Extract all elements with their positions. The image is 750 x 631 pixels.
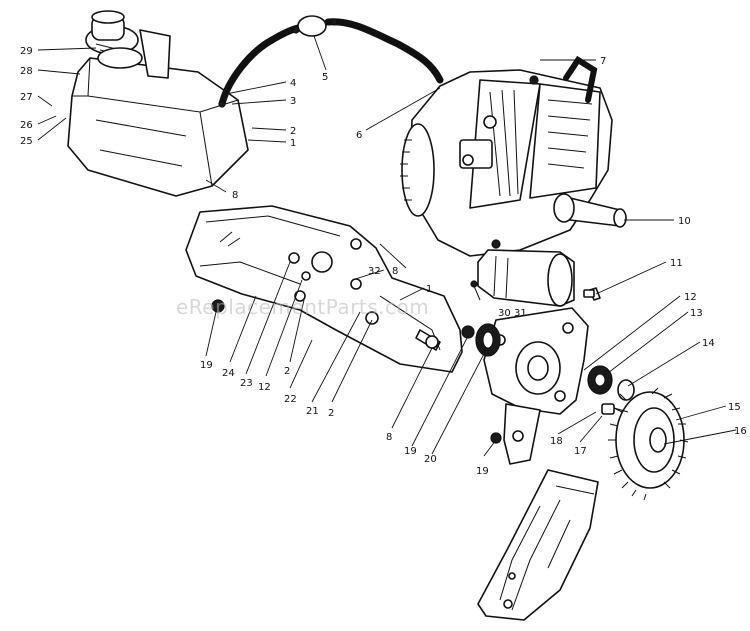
transmission-housing <box>483 307 589 465</box>
callout-2-lower: 2 <box>284 366 290 377</box>
callout-24: 24 <box>222 368 235 379</box>
callout-5: 5 <box>322 72 328 83</box>
callout-8: 8 <box>232 190 238 201</box>
handle-frame <box>477 469 599 621</box>
callout-18: 18 <box>550 436 563 447</box>
callout-20: 20 <box>424 454 437 465</box>
callout-23: 23 <box>240 378 253 389</box>
callout-12: 12 <box>684 292 697 303</box>
callout-25: 25 <box>20 136 33 147</box>
callout-19-bottom: 19 <box>476 466 489 477</box>
callout-2-bottom: 2 <box>328 408 334 419</box>
fuel-line <box>218 15 444 108</box>
callout-31: 31 <box>514 308 527 319</box>
callout-15: 15 <box>728 402 741 413</box>
callout-10: 10 <box>678 216 691 227</box>
callout-2: 2 <box>290 126 296 137</box>
callout-30: 30 <box>498 308 511 319</box>
callout-16: 16 <box>734 426 747 437</box>
callout-17: 17 <box>574 446 587 457</box>
callout-leader-lines <box>37 35 737 457</box>
callout-8-lower: 8 <box>392 266 398 277</box>
fuel-cap <box>85 10 143 69</box>
callout-14: 14 <box>702 338 715 349</box>
callout-4: 4 <box>290 78 296 89</box>
engine <box>400 55 627 307</box>
callout-21: 21 <box>306 406 319 417</box>
callout-19: 19 <box>200 360 213 371</box>
callout-1: 1 <box>290 138 296 149</box>
callout-11: 11 <box>670 258 683 269</box>
mounting-plate <box>185 205 463 373</box>
callout-32: 32 <box>368 266 381 277</box>
callout-28: 28 <box>20 66 33 77</box>
callout-27: 27 <box>20 92 33 103</box>
bearing-ring <box>211 299 502 444</box>
callout-1-lower: 1 <box>426 284 432 295</box>
fuel-tank <box>67 29 249 197</box>
callout-3: 3 <box>290 96 296 107</box>
callout-6: 6 <box>356 130 362 141</box>
callout-8-bottom: 8 <box>386 432 392 443</box>
watermark-text: eReplacementParts.com <box>176 295 429 319</box>
wheel-assembly <box>587 365 689 501</box>
callout-22: 22 <box>284 394 297 405</box>
callout-26: 26 <box>20 120 33 131</box>
callout-7: 7 <box>600 56 606 67</box>
callout-19-middle: 19 <box>404 446 417 457</box>
callout-labels: 29 28 27 26 25 4 3 2 1 5 6 7 8 10 11 32 … <box>20 46 747 477</box>
callout-13: 13 <box>690 308 703 319</box>
callout-29: 29 <box>20 46 33 57</box>
callout-12-lower: 12 <box>258 382 271 393</box>
